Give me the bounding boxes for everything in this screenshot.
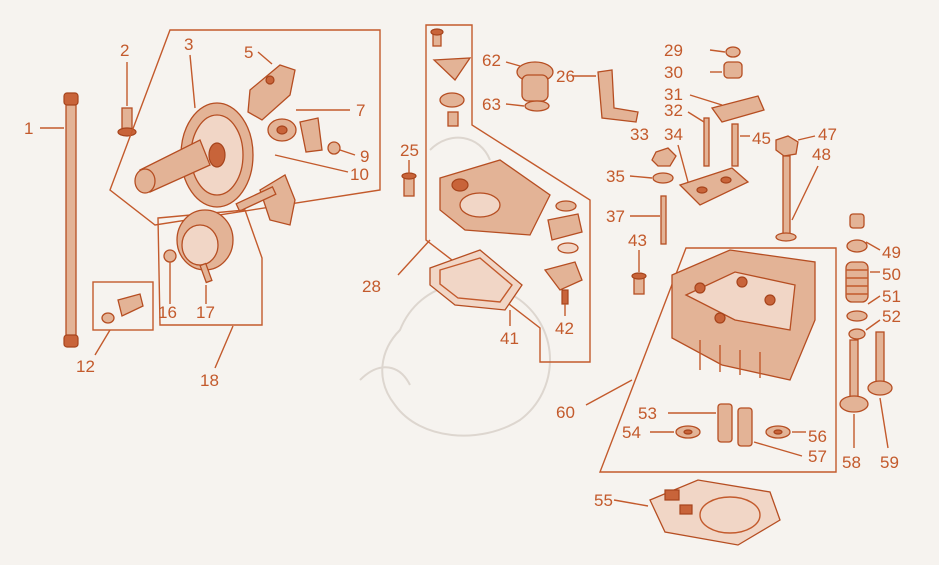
part-50-spring <box>845 261 869 303</box>
callout-51: 51 <box>882 287 901 306</box>
callout-29: 29 <box>664 41 683 60</box>
part-3-camshaft <box>134 102 254 208</box>
callout-32: 32 <box>664 101 683 120</box>
part-gear-small <box>176 209 234 271</box>
callout-57: 57 <box>808 447 827 466</box>
part-56-seal <box>765 425 791 439</box>
callout-41: 41 <box>500 329 519 348</box>
callout-56: 56 <box>808 427 827 446</box>
callout-54: 54 <box>622 423 641 442</box>
part-63-seal <box>524 100 550 112</box>
callout-45: 45 <box>752 129 771 148</box>
callout-25: 25 <box>400 141 419 160</box>
part-43-bolt <box>631 272 647 295</box>
part-58-valve <box>839 339 869 413</box>
part-cover-bolt <box>430 28 444 47</box>
callout-48: 48 <box>812 145 831 164</box>
part-12-box <box>92 281 154 331</box>
part-29-cap <box>725 46 741 58</box>
callout-34: 34 <box>664 125 683 144</box>
callout-37: 37 <box>606 207 625 226</box>
callout-63: 63 <box>482 95 501 114</box>
callout-49: 49 <box>882 243 901 262</box>
part-7-washer <box>267 117 323 153</box>
part-12-fitting <box>101 293 144 324</box>
part-30-keeper <box>723 61 743 79</box>
part-45-stud <box>731 123 739 167</box>
part-gear-assembly <box>235 174 296 226</box>
part-59-valve <box>867 331 893 396</box>
callout-31: 31 <box>664 85 683 104</box>
part-31-rocker-arm <box>710 95 765 123</box>
callout-53: 53 <box>638 404 657 423</box>
callout-59: 59 <box>880 453 899 472</box>
part-25-bolt <box>401 172 417 197</box>
callout-58: 58 <box>842 453 861 472</box>
callout-9: 9 <box>360 147 369 166</box>
part-33-nut <box>651 147 677 167</box>
part-crankcase-cover <box>439 159 551 236</box>
part-1-pushrod <box>63 92 79 348</box>
callout-62: 62 <box>482 51 501 70</box>
part-governor-lever <box>543 200 583 305</box>
callout-26: 26 <box>556 67 575 86</box>
part-52-seal <box>848 328 866 340</box>
part-48-long-bolt <box>775 155 797 242</box>
part-26-bracket <box>597 69 639 123</box>
callout-28: 28 <box>362 277 381 296</box>
part-51-seat <box>846 310 868 322</box>
part-35-washer <box>652 172 674 184</box>
part-37-rod <box>660 195 667 245</box>
part-32-rod <box>703 117 710 167</box>
part-17-pin <box>199 262 213 284</box>
part-54-seal <box>675 425 701 439</box>
callout-16: 16 <box>158 303 177 322</box>
callout-43: 43 <box>628 231 647 250</box>
callout-35: 35 <box>606 167 625 186</box>
governor-group-box <box>157 209 263 326</box>
callout-30: 30 <box>664 63 683 82</box>
callout-33: 33 <box>630 125 649 144</box>
part-cover-bracket <box>432 57 472 81</box>
part-55-head-gasket <box>649 479 781 546</box>
callout-50: 50 <box>882 265 901 284</box>
callout-10: 10 <box>350 165 369 184</box>
cylinder-head-box <box>598 247 837 473</box>
part-41-gasket <box>429 249 523 311</box>
part-cylinder-head <box>671 249 816 381</box>
part-cover-washer <box>439 92 465 127</box>
callout-2: 2 <box>120 41 129 60</box>
callout-1: 1 <box>24 119 33 138</box>
callout-60: 60 <box>556 403 575 422</box>
part-34-guide-plate <box>678 167 750 206</box>
part-16-ball <box>163 249 177 263</box>
part-57-guide <box>737 407 753 447</box>
part-9-nut <box>327 141 341 155</box>
part-53-guide <box>717 403 733 443</box>
callout-18: 18 <box>200 371 219 390</box>
part-2-bolt <box>117 107 137 137</box>
callout-42: 42 <box>555 319 574 338</box>
callout-52: 52 <box>882 307 901 326</box>
callout-3: 3 <box>184 35 193 54</box>
callout-17: 17 <box>196 303 215 322</box>
callout-55: 55 <box>594 491 613 510</box>
part-47-bolt-head <box>775 135 799 157</box>
part-5-rocker <box>247 64 296 121</box>
callout-47: 47 <box>818 125 837 144</box>
callout-7: 7 <box>356 101 365 120</box>
part-62-breather-cap <box>516 61 554 102</box>
callout-12: 12 <box>76 357 95 376</box>
part-49-retainer <box>846 213 868 253</box>
callout-5: 5 <box>244 43 253 62</box>
